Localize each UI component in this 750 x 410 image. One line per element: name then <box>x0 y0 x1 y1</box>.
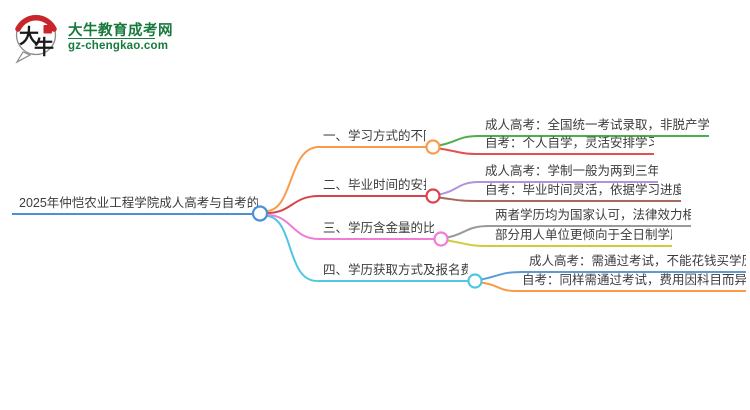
logo-divider <box>68 38 155 39</box>
curve-root-to-branch-4 <box>266 215 318 282</box>
curve-branch2-to-leaf-2a <box>438 181 480 196</box>
logo-bubble-tail <box>15 51 32 64</box>
site-name: 大牛教育成考网 <box>68 23 173 39</box>
curve-branch3-to-leaf-3b <box>446 239 490 247</box>
logo-char-da: 大 <box>19 25 39 48</box>
branch3-junction-circle <box>433 231 449 247</box>
branch-node-1: 一、学习方式的不同 <box>318 128 426 148</box>
branch-node-2: 二、毕业时间的安排 <box>318 177 426 197</box>
logo-red-seal <box>43 25 52 34</box>
curve-branch3-to-leaf-3a <box>446 225 490 239</box>
logo-char-niu: 牛 <box>34 35 54 59</box>
leaf-node-2b: 自考：毕业时间灵活，依据学习进度 <box>477 182 681 202</box>
curve-root-to-branch-3 <box>266 214 320 240</box>
leaf-node-3b: 部分用人单位更倾向于全日制学历 <box>487 227 672 247</box>
leaf-node-4a: 成人高考：需通过考试，不能花钱买学历 <box>521 253 746 273</box>
branch-node-4: 四、学历获取方式及报名费用 <box>318 262 468 282</box>
curve-root-to-branch-2 <box>266 195 320 214</box>
curve-branch1-to-leaf-1b <box>438 147 480 155</box>
root-node: 2025年仲恺农业工程学院成人高考与自考的区别 <box>12 195 258 215</box>
daniu-logo-icon: 大 牛 <box>15 14 57 64</box>
leaf-node-2a: 成人高考：学制一般为两到三年 <box>477 163 658 183</box>
branch2-junction-circle <box>425 188 441 204</box>
site-logo: 大 牛 大牛教育成考网 gz-chengkao.com <box>13 12 253 64</box>
leaf-node-4b: 自考：同样需通过考试，费用因科目而异 <box>514 272 746 292</box>
leaf-node-3a: 两者学历均为国家认可，法律效力相同 <box>487 207 691 227</box>
site-domain: gz-chengkao.com <box>68 40 169 52</box>
branch1-junction-circle <box>425 139 441 155</box>
curve-branch4-to-leaf-4b <box>480 281 517 292</box>
curve-branch2-to-leaf-2b <box>438 196 480 202</box>
curve-branch1-to-leaf-1a <box>438 135 480 147</box>
leaf-node-1a: 成人高考：全国统一考试录取，非脱产学习 <box>477 117 709 137</box>
leaf-node-1b: 自考：个人自学，灵活安排学习时间 <box>477 135 654 155</box>
curve-root-to-branch-1 <box>266 146 320 212</box>
branch4-junction-circle <box>467 273 483 289</box>
logo-red-cap <box>15 15 57 32</box>
branch-node-3: 三、学历含金量的比较 <box>318 220 434 240</box>
